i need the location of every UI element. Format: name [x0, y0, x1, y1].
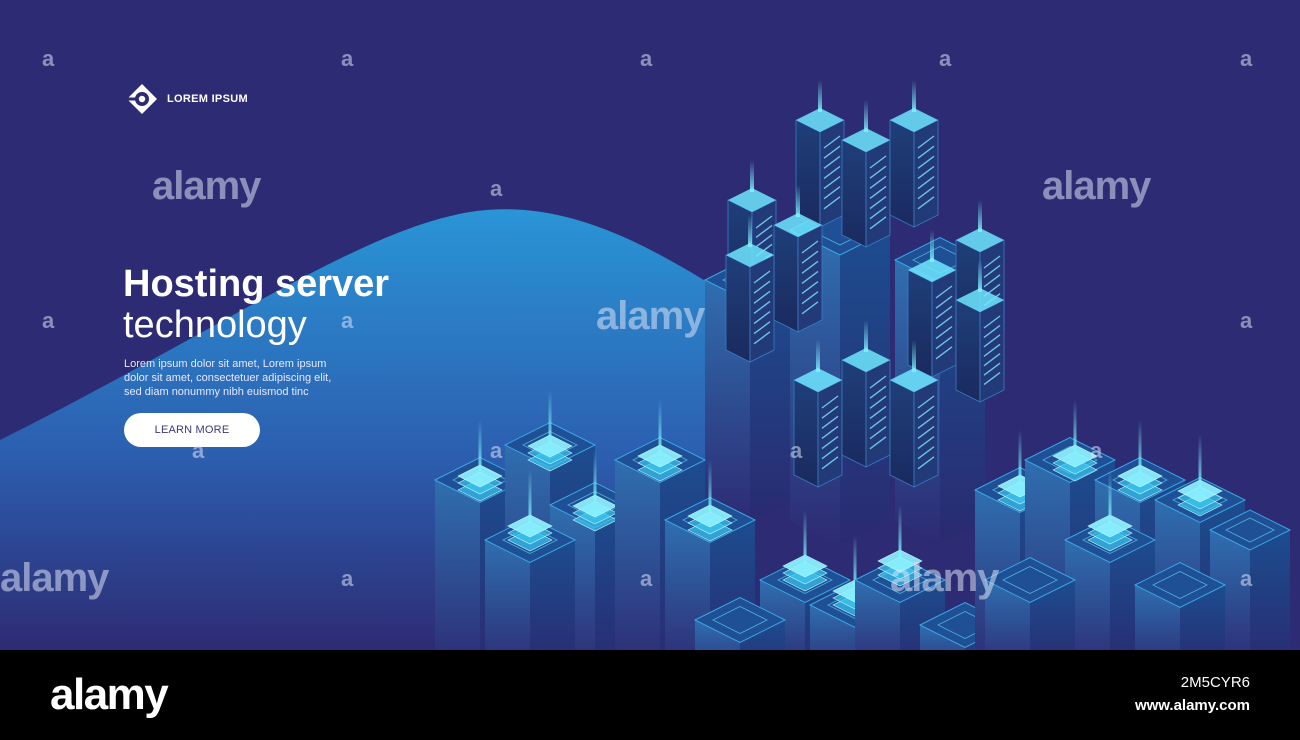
chip-stack	[782, 510, 828, 592]
watermark-mark: a	[490, 176, 502, 201]
watermark-mark: a	[192, 438, 204, 463]
image-id: 2M5CYR6	[1180, 674, 1250, 691]
watermark-mark: a	[1240, 308, 1252, 333]
description-line: dolor sit amet, consectetuer adipiscing …	[124, 372, 332, 384]
server-rack	[841, 100, 891, 248]
watermark: alamy	[596, 294, 705, 338]
watermark: alamy	[890, 556, 999, 600]
watermark-mark: a	[1090, 438, 1102, 463]
platform-block	[1208, 509, 1292, 650]
watermark-mark: a	[790, 438, 802, 463]
chip-stack	[877, 505, 923, 587]
platform-block	[983, 556, 1077, 650]
circle-dot-logo-icon	[127, 84, 157, 114]
watermark-mark: a	[341, 46, 353, 71]
server-rack	[793, 340, 843, 488]
watermark: alamy	[0, 556, 109, 600]
chip-stack	[1177, 435, 1223, 517]
server-rack	[889, 80, 939, 228]
hero-banner: LOREM IPSUM Hosting server technology Lo…	[0, 0, 1300, 650]
description-line: sed diam nonummy nibh euismod tinc	[124, 386, 309, 398]
server-rack	[841, 320, 891, 468]
chip-stack	[527, 390, 573, 472]
watermark: alamy	[152, 164, 261, 208]
learn-more-button[interactable]: LEARN MORE	[124, 413, 260, 447]
description: Lorem ipsum dolor sit amet, Lorem ipsum …	[124, 357, 364, 399]
watermark-mark: a	[640, 46, 652, 71]
chip-stack	[637, 400, 683, 482]
chip-stack	[1087, 470, 1133, 552]
watermark-mark: a	[42, 46, 54, 71]
chip-stack	[687, 460, 733, 542]
watermark-mark: a	[939, 46, 951, 71]
brand-name: LOREM IPSUM	[167, 93, 248, 105]
watermark-mark: a	[490, 438, 502, 463]
page-title: Hosting server	[123, 263, 390, 305]
chip-stack	[1117, 420, 1163, 502]
footer-url[interactable]: www.alamy.com	[1134, 697, 1250, 714]
platform-block	[693, 596, 787, 650]
watermark-mark: a	[640, 566, 652, 591]
footer-bar: alamy 2M5CYR6 www.alamy.com	[0, 650, 1300, 740]
server-rack	[795, 80, 845, 228]
watermark: alamy	[1042, 164, 1151, 208]
server-rack	[725, 215, 775, 363]
footer-logo[interactable]: alamy	[50, 670, 169, 719]
watermark-mark: a	[42, 308, 54, 333]
watermark-mark: a	[1240, 46, 1252, 71]
chip-stack	[572, 450, 618, 532]
chip-stack	[457, 420, 503, 502]
watermark-mark: a	[341, 566, 353, 591]
chip-stack	[1052, 400, 1098, 482]
platform-block	[1133, 561, 1227, 650]
brand[interactable]: LOREM IPSUM	[125, 82, 248, 116]
server-rack	[955, 260, 1005, 403]
server-rack	[889, 340, 939, 488]
chip-stack	[507, 470, 553, 552]
description-line: Lorem ipsum dolor sit amet, Lorem ipsum	[124, 358, 327, 370]
watermark-mark: a	[1240, 566, 1252, 591]
server-rack	[773, 185, 823, 333]
page-subtitle: technology	[123, 304, 307, 346]
watermark-mark: a	[341, 308, 353, 333]
server-illustration	[433, 80, 1292, 650]
